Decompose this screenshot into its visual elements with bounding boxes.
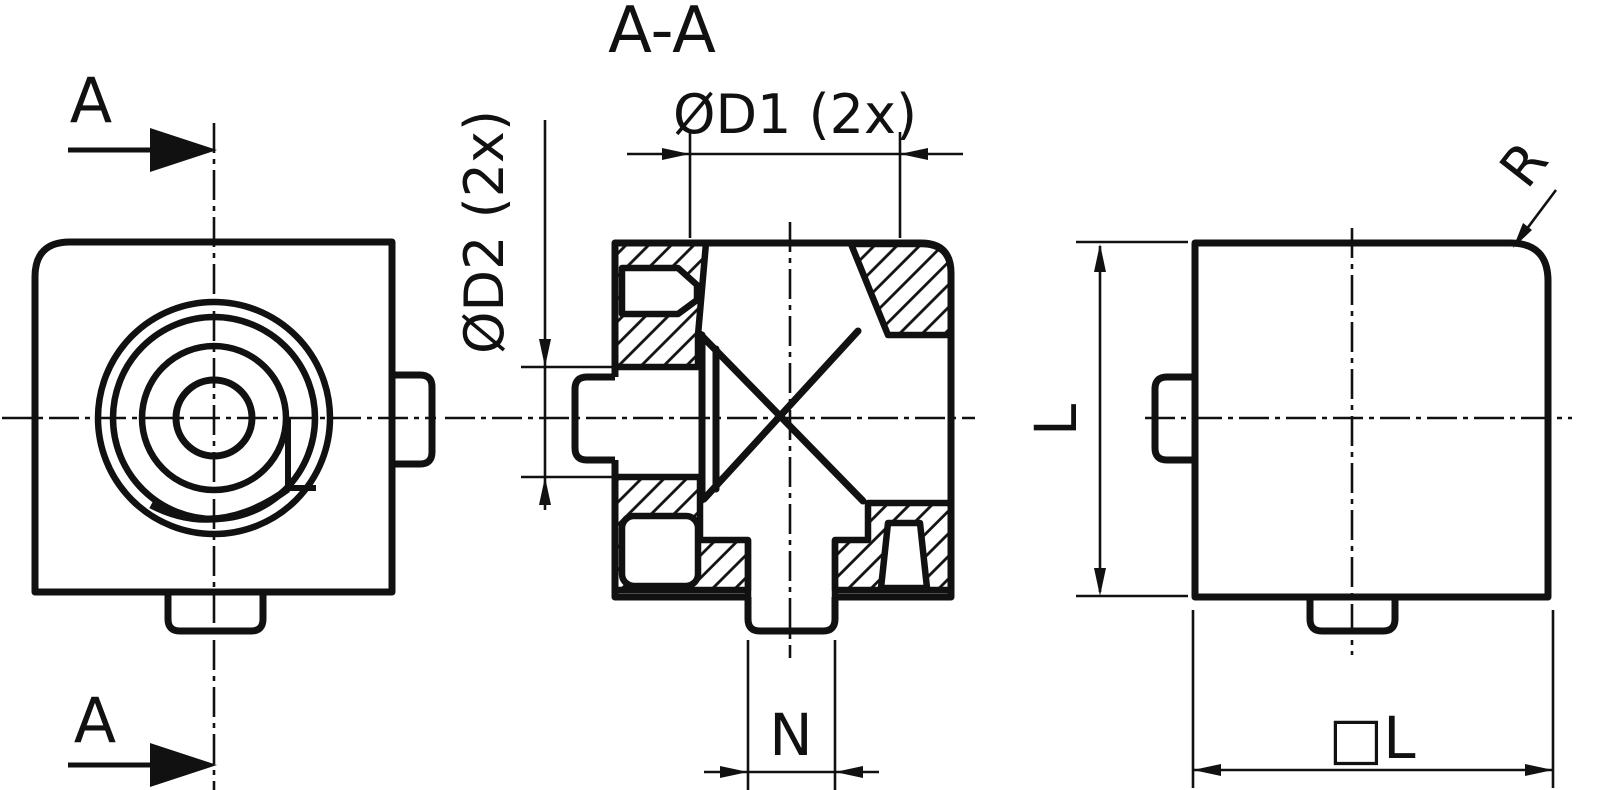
relief-wedge-bottom-right <box>877 519 931 592</box>
section-body-outline <box>611 239 955 601</box>
dim-height-label: L <box>1022 404 1090 436</box>
side-body-outline <box>1191 239 1552 601</box>
section-title: A-A <box>608 0 716 68</box>
bottom-slot-walls <box>744 540 839 597</box>
section-left-boss <box>571 373 615 464</box>
relief-notch-top-left <box>618 264 701 318</box>
dim-boss-width-label: N <box>769 701 812 769</box>
relief-pocket-bottom-left <box>618 512 702 590</box>
dim-top-bore-label: ØD1 (2x) <box>673 83 917 146</box>
side-view-centerlines <box>1145 228 1572 655</box>
dim-square-width: □L <box>1191 610 1555 788</box>
dim-corner-radius-label: R <box>1488 130 1561 198</box>
dim-top-bore: ØD1 (2x) <box>627 83 963 238</box>
dim-side-bore-label: ØD2 (2x) <box>453 110 516 354</box>
front-right-boss <box>392 371 436 468</box>
section-arrowhead-bottom <box>150 743 217 787</box>
thread-runout-arc <box>149 486 291 523</box>
dim-side-bore: ØD2 (2x) <box>453 110 618 510</box>
side-left-boss <box>1151 373 1195 464</box>
section-relief-cuts <box>618 264 931 592</box>
side-bottom-boss <box>1306 597 1399 635</box>
dim-boss-width: N <box>704 640 879 790</box>
front-bore-circles <box>94 298 334 538</box>
section-cut-marks: A A <box>68 64 217 787</box>
section-view-centerlines <box>445 222 975 658</box>
dim-height: L <box>1022 240 1188 598</box>
dim-square-width-label: □L <box>1328 704 1415 772</box>
bore-step-edge <box>285 419 316 491</box>
front-bottom-boss <box>164 592 267 635</box>
section-arrow-label-top: A <box>70 64 112 137</box>
section-body <box>571 239 955 635</box>
section-view: A-A <box>445 0 975 790</box>
section-arrowhead-top <box>150 128 217 172</box>
front-body-outline <box>31 238 396 596</box>
hatch-top-right <box>847 240 955 339</box>
section-bottom-boss <box>744 597 839 635</box>
section-arrow-label-bottom: A <box>74 684 116 757</box>
front-view <box>2 123 436 790</box>
side-view: L □L R <box>1022 130 1572 788</box>
section-cross-cavity <box>696 327 867 597</box>
dim-corner-radius: R <box>1488 130 1561 248</box>
